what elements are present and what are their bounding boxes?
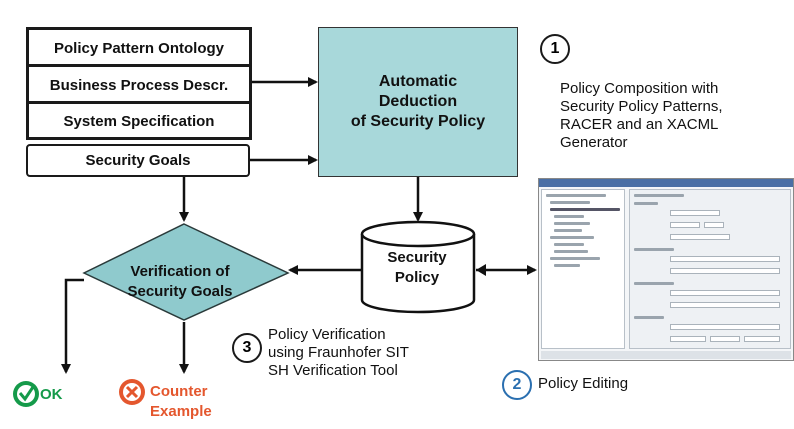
verification-line-2: Security Goals [127, 283, 233, 300]
step-1-badge: 1 [540, 34, 570, 64]
arrow-verification-to-ok [61, 278, 84, 374]
system-specification-label: System Specification [63, 112, 215, 130]
deduction-line-1: Automatic [378, 73, 458, 90]
automatic-deduction-box: Automatic Deduction of Security Policy [318, 27, 518, 177]
step-2-badge: 2 [502, 370, 532, 400]
ok-check-icon [13, 381, 39, 407]
deduction-line-2: Deduction [378, 93, 458, 110]
step-3-line-2: using Fraunhofer SIT [268, 344, 409, 361]
policy-editing-label: Policy Editing [538, 375, 629, 392]
step-3-line-1: Policy Verification [268, 326, 386, 343]
counter-example-x-icon [119, 379, 145, 405]
step-3-description: Policy Verification using Fraunhofer SIT… [268, 326, 409, 380]
security-policy-label: Security Policy [365, 248, 469, 288]
step-3-line-3: SH Verification Tool [268, 362, 398, 379]
step-1-line-3: RACER and an XACML [560, 116, 719, 133]
deduction-line-3: of Security Policy [350, 113, 486, 130]
counter-line-1: Counter [150, 383, 208, 400]
policy-editor-screenshot [538, 178, 794, 361]
policy-form-panel [629, 189, 791, 349]
step-1-line-1: Policy Composition with [560, 80, 719, 97]
policy-pattern-ontology-label: Policy Pattern Ontology [53, 39, 225, 57]
security-goals-box: Security Goals [26, 144, 250, 177]
security-policy-line-2: Policy [394, 269, 440, 286]
ok-label: OK [40, 386, 63, 403]
counter-line-2: Example [150, 403, 212, 420]
step-3-badge: 3 [232, 333, 262, 363]
step-1-line-4: Generator [560, 134, 628, 151]
step-1-line-2: Security Policy Patterns, [560, 98, 723, 115]
verification-diamond [82, 223, 290, 321]
policy-tree-panel [541, 189, 625, 349]
security-policy-line-1: Security [387, 249, 447, 266]
verification-line-1: Verification of [130, 263, 230, 280]
security-policy-cylinder [360, 220, 476, 314]
system-inputs-group: Policy Pattern Ontology Business Process… [26, 27, 252, 140]
business-process-label: Business Process Descr. [49, 76, 229, 94]
counter-example-label: Counter Example [150, 382, 212, 422]
step-1-description: Policy Composition with Security Policy … [560, 80, 723, 152]
verification-label: Verification of Security Goals [98, 262, 262, 302]
